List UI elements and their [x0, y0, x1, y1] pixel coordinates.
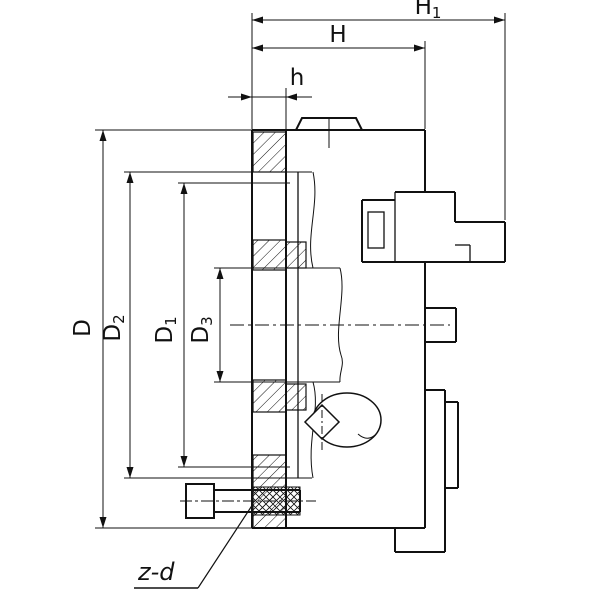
dimension-D3: D3: [188, 268, 224, 382]
dimension-H: H: [252, 22, 425, 52]
dim-label-H: H: [329, 22, 346, 48]
jaw-t-nut: [367, 211, 385, 249]
callout-z-d: z-d: [134, 503, 254, 589]
right-step: [425, 307, 457, 343]
jaw-assembly: [361, 191, 506, 263]
mounting-bolt: [180, 483, 316, 519]
dimension-H1: H1: [252, 0, 505, 24]
pinion-socket: [303, 392, 382, 450]
leader-line: [197, 503, 254, 589]
chuck-body: [251, 117, 426, 529]
rear-flange: [394, 389, 459, 553]
dim-label-D3: D3: [188, 316, 216, 343]
dim-label-D: D: [70, 319, 96, 337]
dimension-D2: D2: [100, 172, 134, 478]
dimension-D1: D1: [152, 183, 188, 467]
dim-label-H1: H1: [415, 0, 442, 22]
dimension-D: D: [70, 130, 107, 528]
dim-label-h: h: [290, 65, 305, 91]
dim-label-D1: D1: [152, 316, 180, 343]
dim-label-z-d: z-d: [137, 558, 175, 586]
dim-label-D2: D2: [100, 314, 128, 341]
dimension-h: h: [228, 65, 312, 101]
